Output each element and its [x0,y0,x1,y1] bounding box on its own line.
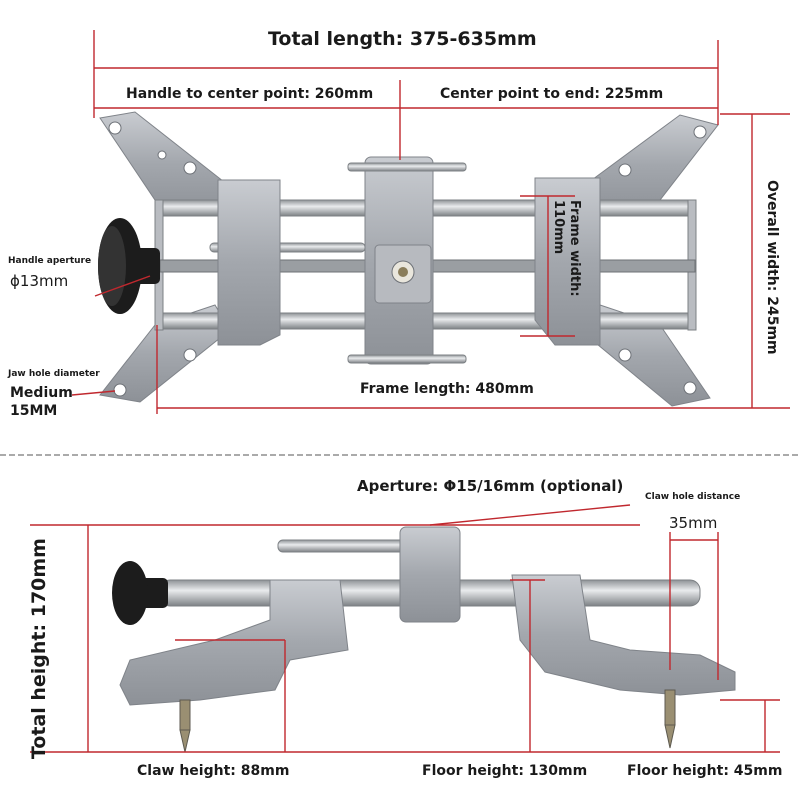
frame-width-label: Frame width: 110mm [550,200,582,297]
handle-to-center-label: Handle to center point: 260mm [126,86,374,102]
jaw-hole-label: Jaw hole diameter [8,369,100,379]
claw-hole-label: Claw hole distance [645,492,741,502]
claw-height-label: Claw height: 88mm [137,763,290,779]
side-view-device [112,526,736,753]
side-dimension-lines [30,504,780,753]
frame-length-label: Frame length: 480mm [360,381,534,397]
total-height-label: Total height: 170mm [28,538,50,760]
jaw-hole-value: 15MM [10,403,58,419]
floor-height-45-label: Floor height: 45mm [627,763,783,779]
frame-width-line2: 110mm [551,200,566,255]
center-to-end-label: Center point to end: 225mm [440,86,664,102]
top-view-device [98,111,719,407]
handle-knob [98,218,160,314]
aperture-label: Aperture: Φ15/16mm (optional) [357,477,624,495]
side-left-claw [119,579,349,706]
side-center-block [399,526,461,623]
jaw-hole-size: Medium [10,385,73,401]
overall-width-label: Overall width: 245mm [764,180,780,355]
frame-width-line1: Frame width: [567,200,582,297]
right-slide-block [534,177,601,346]
claw-hole-value: 35mm [669,514,718,532]
side-right-claw [511,574,736,696]
left-slide-block [217,179,281,346]
total-length-label: Total length: 375-635mm [268,28,537,50]
handle-aperture-label: Handle aperture [8,256,92,266]
side-handle-knob [112,561,168,625]
floor-height-130-label: Floor height: 130mm [422,763,588,779]
handle-aperture-value: ϕ13mm [10,272,69,290]
top-dimension-lines [71,30,790,414]
